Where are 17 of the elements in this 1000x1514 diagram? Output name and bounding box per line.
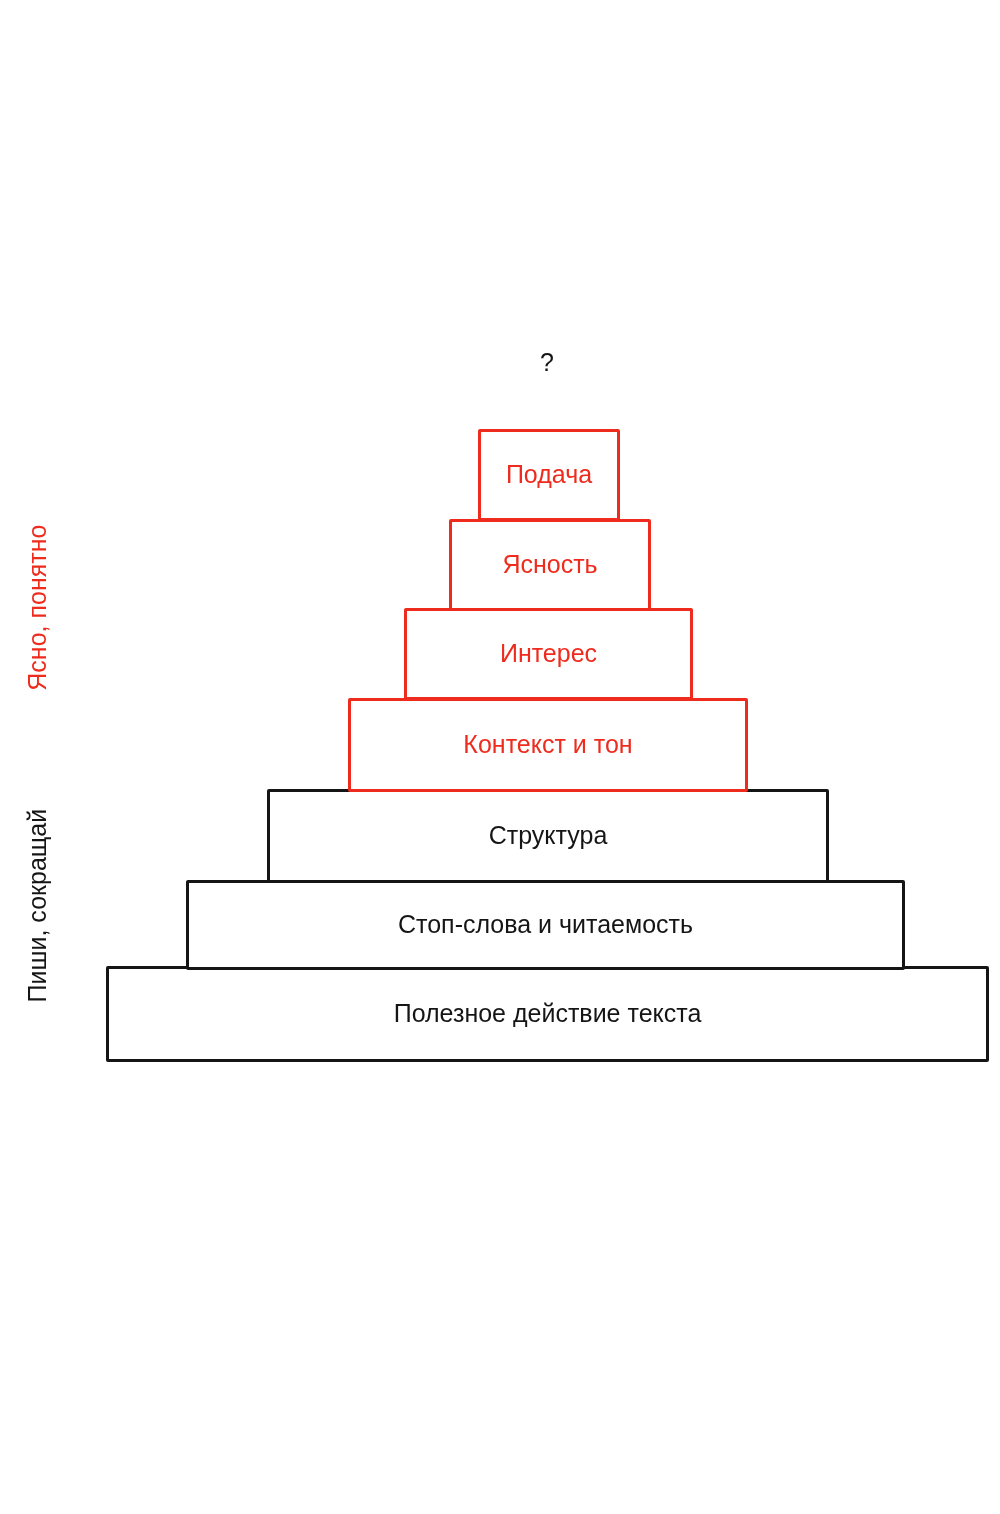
step-label: Интерес xyxy=(499,638,598,670)
step-label: Подача xyxy=(505,459,593,491)
pyramid-step xyxy=(404,608,693,700)
step-label: Полезное действие текста xyxy=(393,998,702,1030)
step-label: Ясность xyxy=(502,549,598,581)
step-label: Структура xyxy=(488,820,608,852)
side-label: Пиши, сокращай xyxy=(22,809,53,1003)
side-label: Ясно, понятно xyxy=(22,524,53,692)
pyramid-step xyxy=(478,429,620,521)
pyramid-step xyxy=(449,519,651,611)
pyramid-step xyxy=(186,880,905,970)
pyramid-step xyxy=(348,698,748,792)
step-label: Контекст и тон xyxy=(463,729,633,761)
step-label: Стоп-слова и читаемость xyxy=(397,909,694,941)
question-mark-text: ? xyxy=(540,347,554,379)
pyramid-step xyxy=(106,966,989,1062)
pyramid-step xyxy=(267,789,829,883)
